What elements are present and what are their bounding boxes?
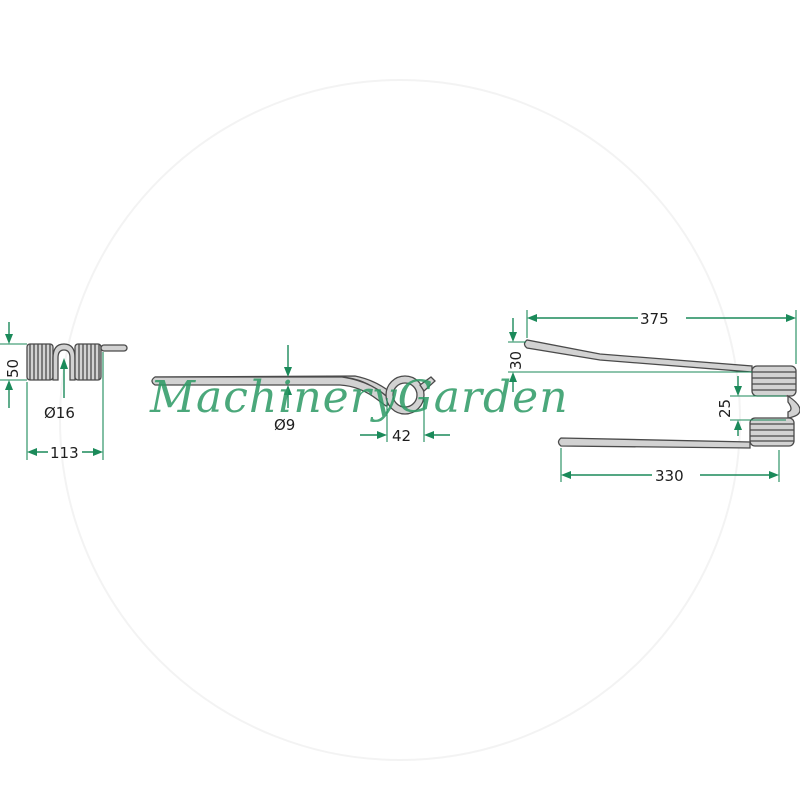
dim-coil-diameter: Ø16 <box>44 358 75 422</box>
coil-connector <box>52 343 76 381</box>
tine-eye-tail <box>419 376 436 392</box>
dim-coil-gap: 25 <box>716 376 786 436</box>
tine-top-view <box>523 339 800 449</box>
coil-width-label: 113 <box>50 444 79 462</box>
dim-eye-width: 42 <box>360 398 450 445</box>
tine-wire-straight <box>151 376 393 407</box>
upper-tine <box>523 339 753 373</box>
coil-height-label: 50 <box>4 359 22 378</box>
dim-upper-tine-length: 375 <box>526 310 797 364</box>
coil-gap-label: 25 <box>716 399 734 418</box>
dim-coil-height: 50 <box>0 322 27 408</box>
dim-upper-tine-offset: 30 <box>507 318 752 392</box>
lower-tine-length-label: 330 <box>655 467 684 485</box>
coil-diameter-label: Ø16 <box>44 404 75 422</box>
coil-front-view <box>26 343 128 381</box>
dim-wire-diameter: Ø9 <box>274 345 295 434</box>
upper-tine-length-label: 375 <box>640 310 669 328</box>
tine-side-view <box>151 375 436 415</box>
upper-tine-offset-label: 30 <box>507 351 525 370</box>
eye-width-label: 42 <box>392 427 411 445</box>
left-coil <box>26 343 54 381</box>
coil-loop <box>787 394 800 419</box>
tine-eye-inner <box>392 382 418 408</box>
dim-coil-width: 113 <box>26 352 104 462</box>
watermark-text: MachineryGarden <box>149 372 569 423</box>
dim-lower-tine-length: 330 <box>560 448 780 485</box>
wire-diameter-label: Ø9 <box>274 416 295 434</box>
lower-tine <box>557 437 751 449</box>
right-coil <box>74 343 102 381</box>
upper-coil <box>751 365 797 397</box>
wire-stub <box>100 344 128 352</box>
lower-coil <box>749 417 795 447</box>
